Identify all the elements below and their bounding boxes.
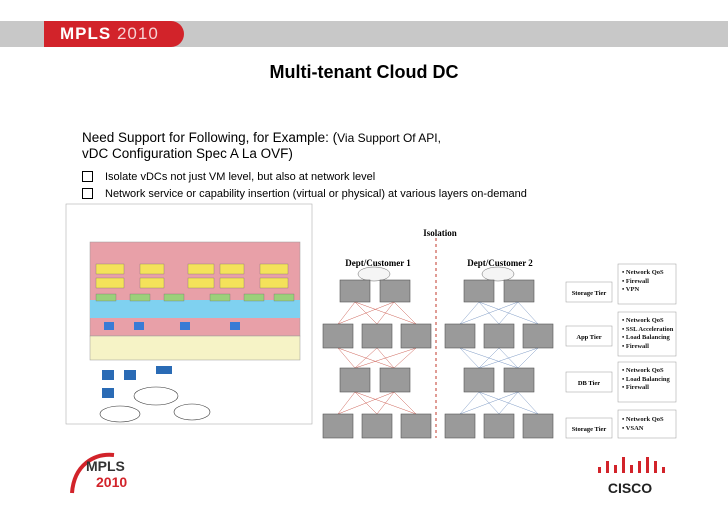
cisco-logo: CISCO <box>598 457 665 496</box>
tier-label: Storage Tier <box>572 426 607 433</box>
bullet-item: Isolate vDCs not just VM level, but also… <box>82 168 527 185</box>
cisco-text: CISCO <box>608 480 652 496</box>
dept2-mesh <box>459 301 539 415</box>
service-item: • SSL Acceleration <box>622 326 674 333</box>
checkbox-bullet-icon <box>82 188 93 199</box>
tier-label: Storage Tier <box>572 290 607 297</box>
cloud-icon <box>357 266 391 282</box>
bullet-list: Isolate vDCs not just VM level, but also… <box>82 168 527 202</box>
bullet-text-2: Network service or capability insertion … <box>105 187 527 200</box>
intro-line1: Need Support for Following, for Example:… <box>82 130 338 145</box>
service-item: • Network QoS <box>622 416 664 423</box>
topology-panel <box>65 203 313 425</box>
dept1-label: Dept/Customer 1 <box>345 258 411 268</box>
dept2-label: Dept/Customer 2 <box>467 258 533 268</box>
service-item: • Load Balancing <box>622 376 671 383</box>
logo-year-text: 2010 <box>116 24 159 43</box>
service-item: • Load Balancing <box>622 334 671 341</box>
tier-labels: Storage Tier App Tier DB Tier Storage Ti… <box>565 281 613 439</box>
service-boxes: • Network QoS • Firewall • VPN • Network… <box>617 263 677 439</box>
tier-label: App Tier <box>576 334 601 341</box>
service-item: • Network QoS <box>622 317 664 324</box>
page-title: Multi-tenant Cloud DC <box>269 62 459 82</box>
footer-logo-year: 2010 <box>96 474 127 490</box>
mpls-footer-logo: MPLS 2010 <box>70 452 127 494</box>
service-item: • VPN <box>622 286 639 293</box>
node-boxes <box>322 279 554 439</box>
bullet-item: Network service or capability insertion … <box>82 185 527 202</box>
dept1-mesh <box>337 301 417 415</box>
service-item: • Firewall <box>622 343 649 350</box>
isolation-label: Isolation <box>423 228 457 238</box>
intro-line1-small: Via Support Of API, <box>337 131 441 145</box>
logo-mpls-text: MPLS <box>60 24 112 43</box>
tier-label: DB Tier <box>578 380 600 387</box>
service-item: • Network QoS <box>622 269 664 276</box>
service-item: • Network QoS <box>622 367 664 374</box>
mpls-logo: MPLS 2010 <box>44 21 184 47</box>
service-item: • Firewall <box>622 384 649 391</box>
cloud-icon <box>481 266 515 282</box>
service-item: • Firewall <box>622 278 649 285</box>
intro-line2: vDC Configuration Spec A La OVF) <box>82 146 293 161</box>
intro-text: Need Support for Following, for Example:… <box>82 130 441 162</box>
service-item: • VSAN <box>622 425 644 432</box>
bullet-text-1: Isolate vDCs not just VM level, but also… <box>105 170 376 183</box>
footer-logo-mpls: MPLS <box>86 458 125 474</box>
architecture-diagram: Isolation Dept/Customer 1 Dept/Customer … <box>65 203 677 439</box>
header-bar: MPLS 2010 <box>0 0 728 50</box>
checkbox-bullet-icon <box>82 171 93 182</box>
